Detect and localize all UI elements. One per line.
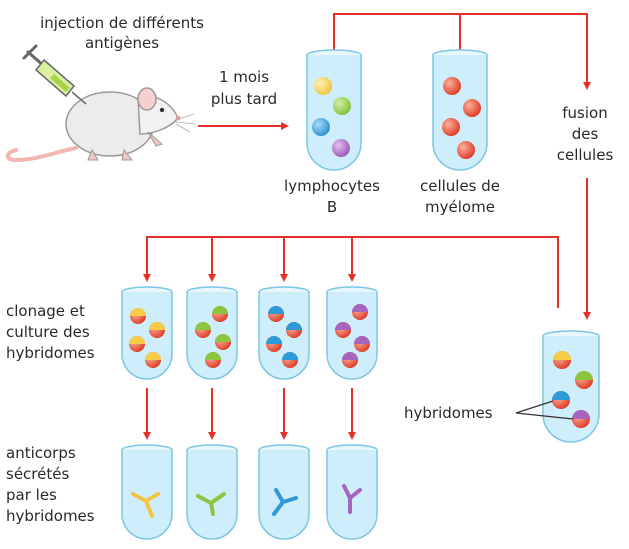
- label-hybridomes: hybridomes: [404, 404, 493, 422]
- label-myeloma-2: myélome: [425, 198, 495, 216]
- hybridomes-pointer: [515, 400, 574, 420]
- label-delay-2: plus tard: [211, 90, 277, 108]
- label-injection-1: injection de différents: [40, 14, 204, 32]
- label-antibody-1: anticorps: [6, 444, 76, 462]
- antibody-tube-purple: [326, 444, 378, 540]
- text-labels: injection de différents antigènes 1 mois…: [6, 14, 613, 525]
- label-delay-1: 1 mois: [219, 68, 269, 86]
- clone-tube-green: [186, 286, 238, 380]
- label-clone-1: clonage et: [6, 302, 85, 320]
- label-myeloma-1: cellules de: [420, 177, 500, 195]
- label-clone-3: hybridomes: [6, 344, 95, 362]
- hybrid-cell: [552, 391, 570, 409]
- label-clone-2: culture des: [6, 323, 90, 341]
- label-antibody-4: hybridomes: [6, 507, 95, 525]
- antibody-icon: [196, 492, 226, 516]
- tube-hybridomas: [542, 330, 600, 443]
- antibody-tube-green: [186, 444, 238, 540]
- label-fusion-1: fusion: [562, 104, 607, 122]
- antibody-icon: [342, 484, 362, 514]
- clone-tube-blue: [258, 286, 310, 380]
- label-antibody-3: par les: [6, 486, 57, 504]
- hybrid-cell: [575, 371, 593, 389]
- label-lymphocytes-1: lymphocytes: [284, 177, 380, 195]
- syringe-icon: [22, 44, 87, 105]
- antibody-tube-blue: [258, 444, 310, 540]
- antibody-icon: [131, 492, 160, 518]
- clone-tube-purple: [326, 286, 378, 380]
- label-injection-2: antigènes: [85, 34, 159, 52]
- label-fusion-3: cellules: [557, 146, 614, 164]
- tube-lymphocytes-b: [306, 49, 362, 171]
- label-antibody-2: sécrétés: [6, 465, 69, 483]
- connector-arrows: [143, 13, 591, 440]
- clone-tube-yellow: [121, 286, 173, 380]
- label-lymphocytes-2: B: [327, 198, 337, 216]
- mouse-icon: [5, 87, 197, 163]
- label-fusion-2: des: [572, 125, 599, 143]
- antibody-icon: [272, 488, 298, 516]
- antibody-tube-yellow: [121, 444, 173, 540]
- hybrid-cell: [553, 351, 571, 369]
- tube-myeloma-cells: [432, 49, 488, 171]
- hybrid-cell: [572, 410, 590, 428]
